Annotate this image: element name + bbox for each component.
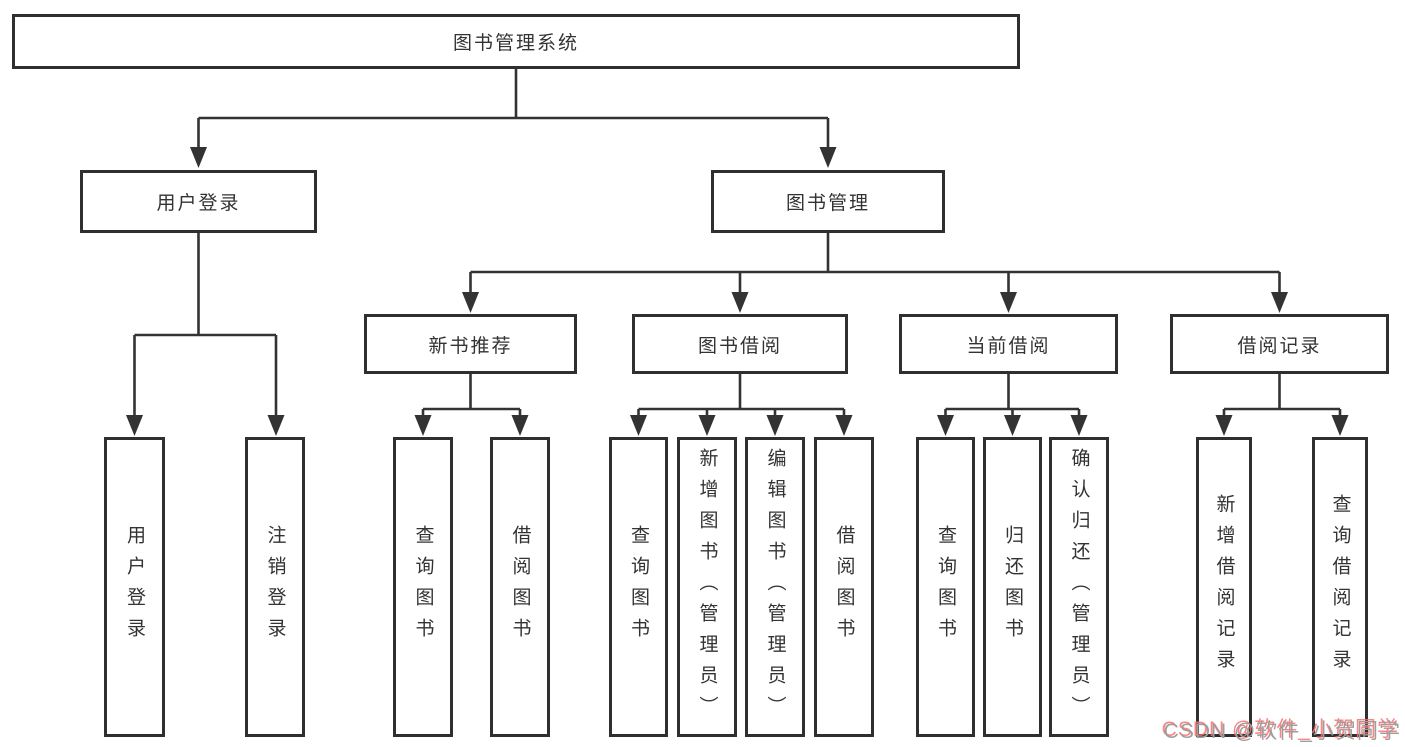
csdn-watermark: CSDN @软件_小贺同学 <box>1163 720 1401 743</box>
leaf-label: 新增借阅记录 <box>1213 494 1235 680</box>
node-borrowing-records: 借阅记录 <box>1170 314 1389 374</box>
node-library-management-system: 图书管理系统 <box>12 14 1020 69</box>
leaf-label: 注销登录 <box>264 525 286 649</box>
node-leaf-query-books-1: 查询图书 <box>393 437 453 737</box>
leaf-label: 用户登录 <box>124 525 145 649</box>
node-leaf-query-borrow-record: 查询借阅记录 <box>1312 437 1368 737</box>
node-leaf-borrow-books-1: 借阅图书 <box>490 437 550 737</box>
node-leaf-query-books-3: 查询图书 <box>916 437 975 737</box>
leaf-label: 编辑图书（管理员） <box>764 447 786 727</box>
node-book-management-branch: 图书管理 <box>711 170 945 233</box>
node-leaf-logout: 注销登录 <box>245 437 305 737</box>
leaf-label: 借阅图书 <box>509 525 531 649</box>
node-leaf-user-login: 用户登录 <box>104 437 165 737</box>
node-new-book-recommendation: 新书推荐 <box>364 314 577 374</box>
leaf-label: 借阅图书 <box>833 525 855 649</box>
node-current-borrowing: 当前借阅 <box>899 314 1118 374</box>
node-leaf-query-books-2: 查询图书 <box>609 437 668 737</box>
leaf-label: 查询图书 <box>412 525 434 649</box>
node-book-borrowing: 图书借阅 <box>632 314 848 374</box>
node-user-login-branch: 用户登录 <box>80 170 317 233</box>
leaf-label: 查询借阅记录 <box>1329 494 1351 680</box>
leaf-label: 新增图书（管理员） <box>696 447 718 727</box>
node-leaf-borrow-books-2: 借阅图书 <box>814 437 874 737</box>
node-leaf-add-borrow-record: 新增借阅记录 <box>1196 437 1252 737</box>
arrowhead-group <box>126 147 1349 436</box>
leaf-label: 查询图书 <box>628 525 649 649</box>
node-leaf-return-book: 归还图书 <box>983 437 1042 737</box>
leaf-label: 归还图书 <box>1002 525 1023 649</box>
node-leaf-edit-book-admin: 编辑图书（管理员） <box>745 437 805 737</box>
leaf-label: 确认归还（管理员） <box>1068 447 1090 727</box>
leaf-label: 查询图书 <box>935 525 956 649</box>
node-leaf-add-book-admin: 新增图书（管理员） <box>677 437 737 737</box>
node-leaf-confirm-return-admin: 确认归还（管理员） <box>1049 437 1109 737</box>
